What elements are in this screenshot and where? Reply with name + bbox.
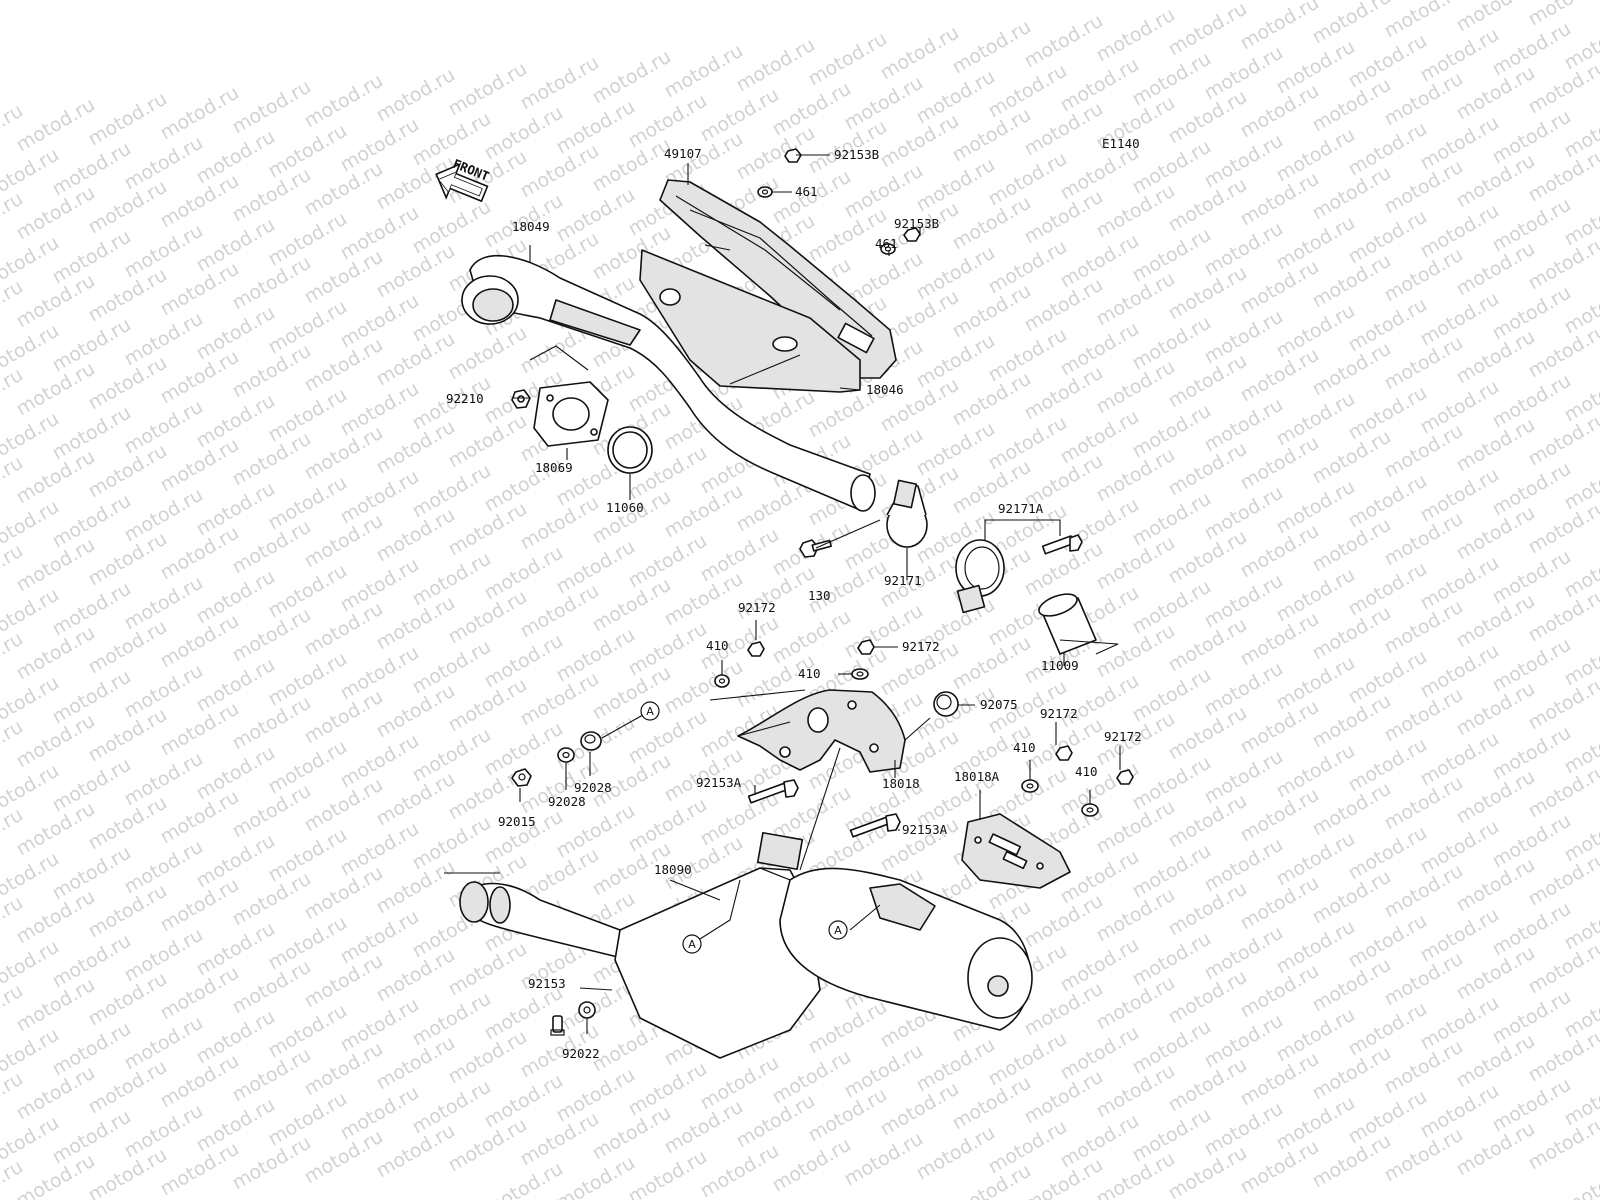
diagram-code: E1140 — [1102, 136, 1140, 151]
part-labels: E1140 49107 92153B 461 461 92153B 18049 … — [446, 136, 1142, 1061]
label-92015: 92015 — [498, 814, 536, 829]
label-410-right-a: 410 — [1013, 740, 1036, 755]
nut-92015 — [511, 768, 532, 787]
bolt-92172-upper-right — [857, 639, 875, 655]
collar-92075 — [933, 691, 959, 717]
leader-lines — [444, 154, 1121, 1034]
label-92172-right-a: 92172 — [1040, 706, 1078, 721]
bolt-92153 — [550, 1015, 565, 1036]
label-92153b-top: 92153B — [834, 147, 879, 162]
svg-text:A: A — [834, 924, 842, 937]
bolt-92172-upper-left — [747, 641, 765, 657]
front-arrow-icon — [435, 162, 489, 203]
bolt-130 — [799, 539, 832, 558]
svg-text:A: A — [646, 705, 654, 718]
clamp-92171a — [955, 539, 1005, 614]
label-18046: 18046 — [866, 382, 904, 397]
bolt-92153a-left — [747, 779, 799, 804]
reference-marker-a-3: A — [828, 920, 848, 940]
flange-18069 — [533, 381, 609, 447]
washer-410-right-b — [1081, 803, 1099, 817]
gasket-11060 — [607, 426, 653, 474]
label-92153a-right: 92153A — [902, 822, 948, 837]
label-92210: 92210 — [446, 391, 484, 406]
bracket-18018 — [737, 689, 906, 773]
washer-92022 — [578, 1001, 596, 1019]
bolt-92172-right-a — [1055, 745, 1073, 761]
label-92172-upper-left: 92172 — [738, 600, 776, 615]
washer-410-upper-left — [714, 674, 730, 688]
label-18069: 18069 — [535, 460, 573, 475]
label-18018: 18018 — [882, 776, 920, 791]
label-92171: 92171 — [884, 573, 922, 588]
label-461-top: 461 — [795, 184, 818, 199]
bolt-92171a-screw — [1041, 534, 1083, 555]
label-92153b-right: 92153B — [894, 216, 939, 231]
label-130: 130 — [808, 588, 831, 603]
bolt-92172-right-b — [1116, 769, 1134, 785]
heat-shield-plate-18046 — [639, 249, 861, 393]
label-92172-right-b: 92172 — [1104, 729, 1142, 744]
label-18090: 18090 — [654, 862, 692, 877]
svg-text:A: A — [688, 938, 696, 951]
washer-410-right-a — [1021, 779, 1039, 793]
header-pipe-18049 — [461, 254, 876, 512]
label-410-upper-right: 410 — [798, 666, 821, 681]
label-92075: 92075 — [980, 697, 1018, 712]
label-92171a: 92171A — [998, 501, 1044, 516]
label-410-right-b: 410 — [1075, 764, 1098, 779]
label-92028-a: 92028 — [574, 780, 612, 795]
label-92028-b: 92028 — [548, 794, 586, 809]
label-92022: 92022 — [562, 1046, 600, 1061]
washer-92028-a — [557, 747, 575, 763]
label-49107: 49107 — [664, 146, 702, 161]
grommet-92028-b — [580, 731, 602, 751]
label-11060: 11060 — [606, 500, 644, 515]
bolt-92153b-top — [784, 148, 802, 163]
heat-guard-18018a — [961, 813, 1071, 889]
bolt-92153a-right — [849, 813, 901, 838]
gasket-11009 — [1038, 593, 1097, 655]
label-11009: 11009 — [1041, 658, 1079, 673]
reference-marker-a-1: A — [640, 701, 660, 721]
nut-92210 — [511, 389, 531, 409]
reference-marker-a-2: A — [682, 934, 702, 954]
label-92153: 92153 — [528, 976, 566, 991]
muffler-18090 — [459, 831, 1033, 1059]
label-410-upper-left: 410 — [706, 638, 729, 653]
clamp-92171 — [886, 479, 928, 548]
label-461-right: 461 — [875, 236, 898, 251]
label-92153a-left: 92153A — [696, 775, 742, 790]
washer-461-right — [880, 243, 896, 255]
label-92172-upper-right: 92172 — [902, 639, 940, 654]
bolt-92153b-right — [903, 227, 921, 242]
label-18049: 18049 — [512, 219, 550, 234]
washer-410-upper-right — [851, 668, 869, 680]
label-18018a: 18018A — [954, 769, 1000, 784]
washer-461-top — [757, 186, 773, 198]
